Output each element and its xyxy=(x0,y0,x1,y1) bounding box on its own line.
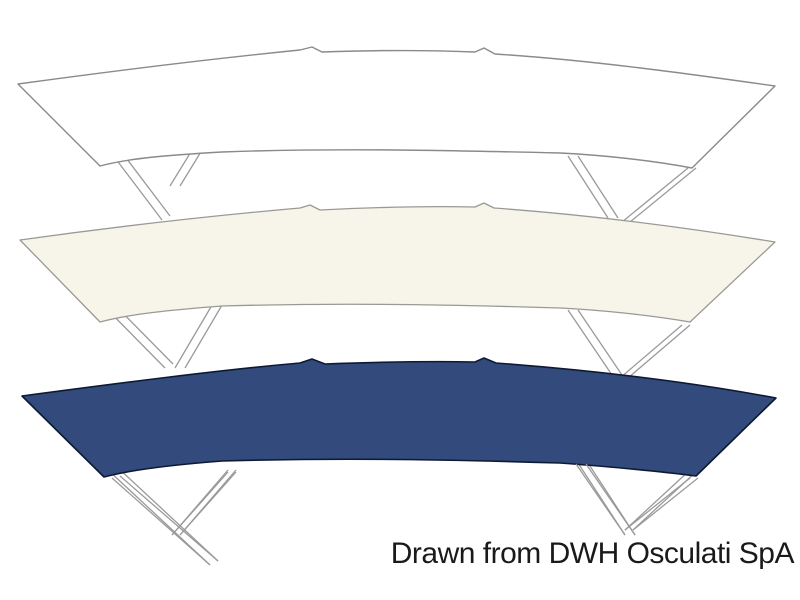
frame-struts xyxy=(97,123,699,566)
canopy-navy xyxy=(21,357,777,478)
source-caption: Drawn from DWH Osculati SpA xyxy=(390,537,795,570)
canopy-white xyxy=(17,46,776,169)
lower-struts-front xyxy=(111,463,699,566)
left-frame xyxy=(97,123,237,566)
right-frame xyxy=(567,155,699,536)
canopy-cream xyxy=(19,202,776,323)
